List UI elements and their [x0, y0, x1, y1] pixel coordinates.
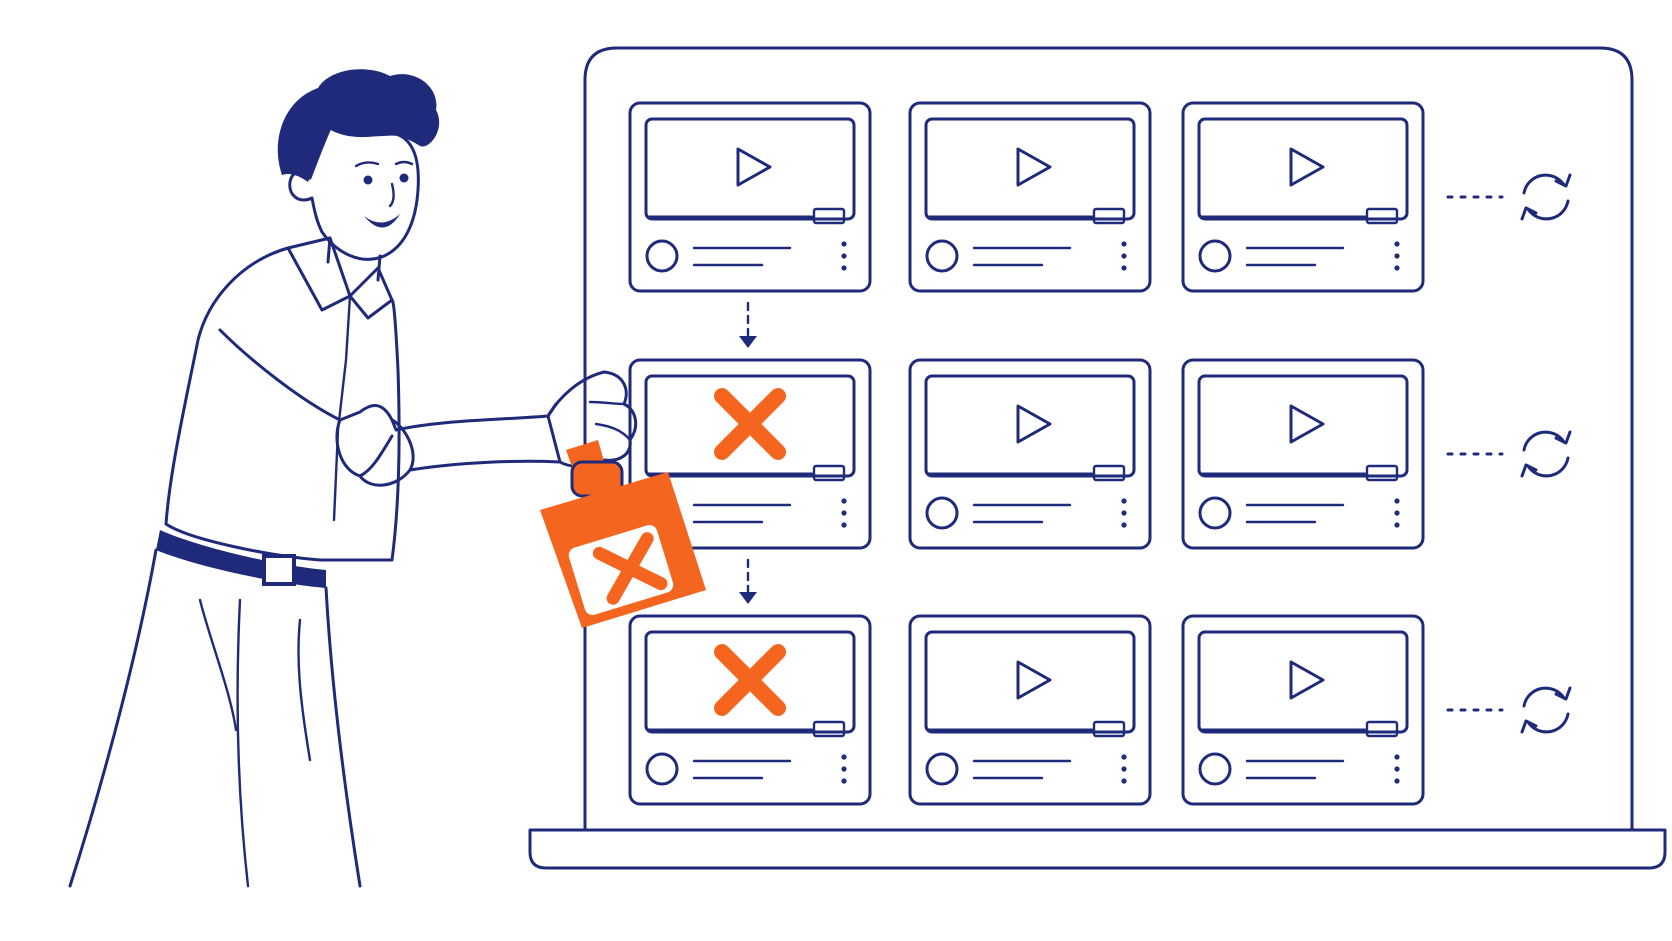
- video-card: [908, 101, 1152, 293]
- avatar: [645, 752, 679, 786]
- more-vertical-icon: [1394, 241, 1400, 271]
- play-icon: [1289, 660, 1325, 700]
- video-card: [1181, 358, 1425, 550]
- avatar: [1198, 752, 1232, 786]
- play-icon: [736, 147, 772, 187]
- avatar: [645, 239, 679, 273]
- smile: [364, 214, 400, 228]
- more-vertical-icon: [1121, 498, 1127, 528]
- x-mark-icon: [714, 388, 786, 460]
- more-vertical-icon: [1121, 241, 1127, 271]
- more-vertical-icon: [1121, 754, 1127, 784]
- avatar: [1198, 239, 1232, 273]
- refresh-icon: [1520, 173, 1572, 221]
- video-card: [628, 358, 872, 550]
- avatar: [925, 239, 959, 273]
- play-icon: [1289, 404, 1325, 444]
- row-end: [1446, 686, 1572, 734]
- more-vertical-icon: [841, 754, 847, 784]
- avatar: [1198, 496, 1232, 530]
- trousers: [68, 548, 158, 888]
- row-end-indicators: [1446, 173, 1572, 734]
- video-card: [628, 614, 872, 806]
- avatar: [925, 496, 959, 530]
- flow-arrows: [739, 301, 757, 604]
- row-end: [1446, 430, 1572, 478]
- laptop-base: [528, 828, 1667, 870]
- video-card: [908, 358, 1152, 550]
- more-vertical-icon: [1394, 498, 1400, 528]
- more-vertical-icon: [841, 241, 847, 271]
- play-icon: [1289, 147, 1325, 187]
- play-icon: [1016, 404, 1052, 444]
- more-vertical-icon: [841, 498, 847, 528]
- down-arrow-icon: [739, 558, 757, 604]
- refresh-icon: [1520, 686, 1572, 734]
- video-card: [628, 101, 872, 293]
- x-mark-icon: [714, 644, 786, 716]
- laptop-screen-frame: [583, 46, 1634, 832]
- video-card: [1181, 101, 1425, 293]
- avatar: [925, 752, 959, 786]
- play-icon: [1016, 660, 1052, 700]
- more-vertical-icon: [1394, 754, 1400, 784]
- shirt: [164, 246, 401, 562]
- video-card: [908, 614, 1152, 806]
- down-arrow-icon: [739, 301, 757, 348]
- belt-buckle: [262, 554, 296, 586]
- person: [68, 69, 638, 888]
- laptop: [528, 46, 1667, 870]
- reject-stamp-icon: [540, 440, 706, 628]
- arm: [218, 328, 558, 432]
- video-card: [1181, 614, 1425, 806]
- refresh-icon: [1520, 430, 1572, 478]
- video-grid: [628, 101, 1425, 806]
- play-icon: [1016, 147, 1052, 187]
- row-end: [1446, 173, 1572, 221]
